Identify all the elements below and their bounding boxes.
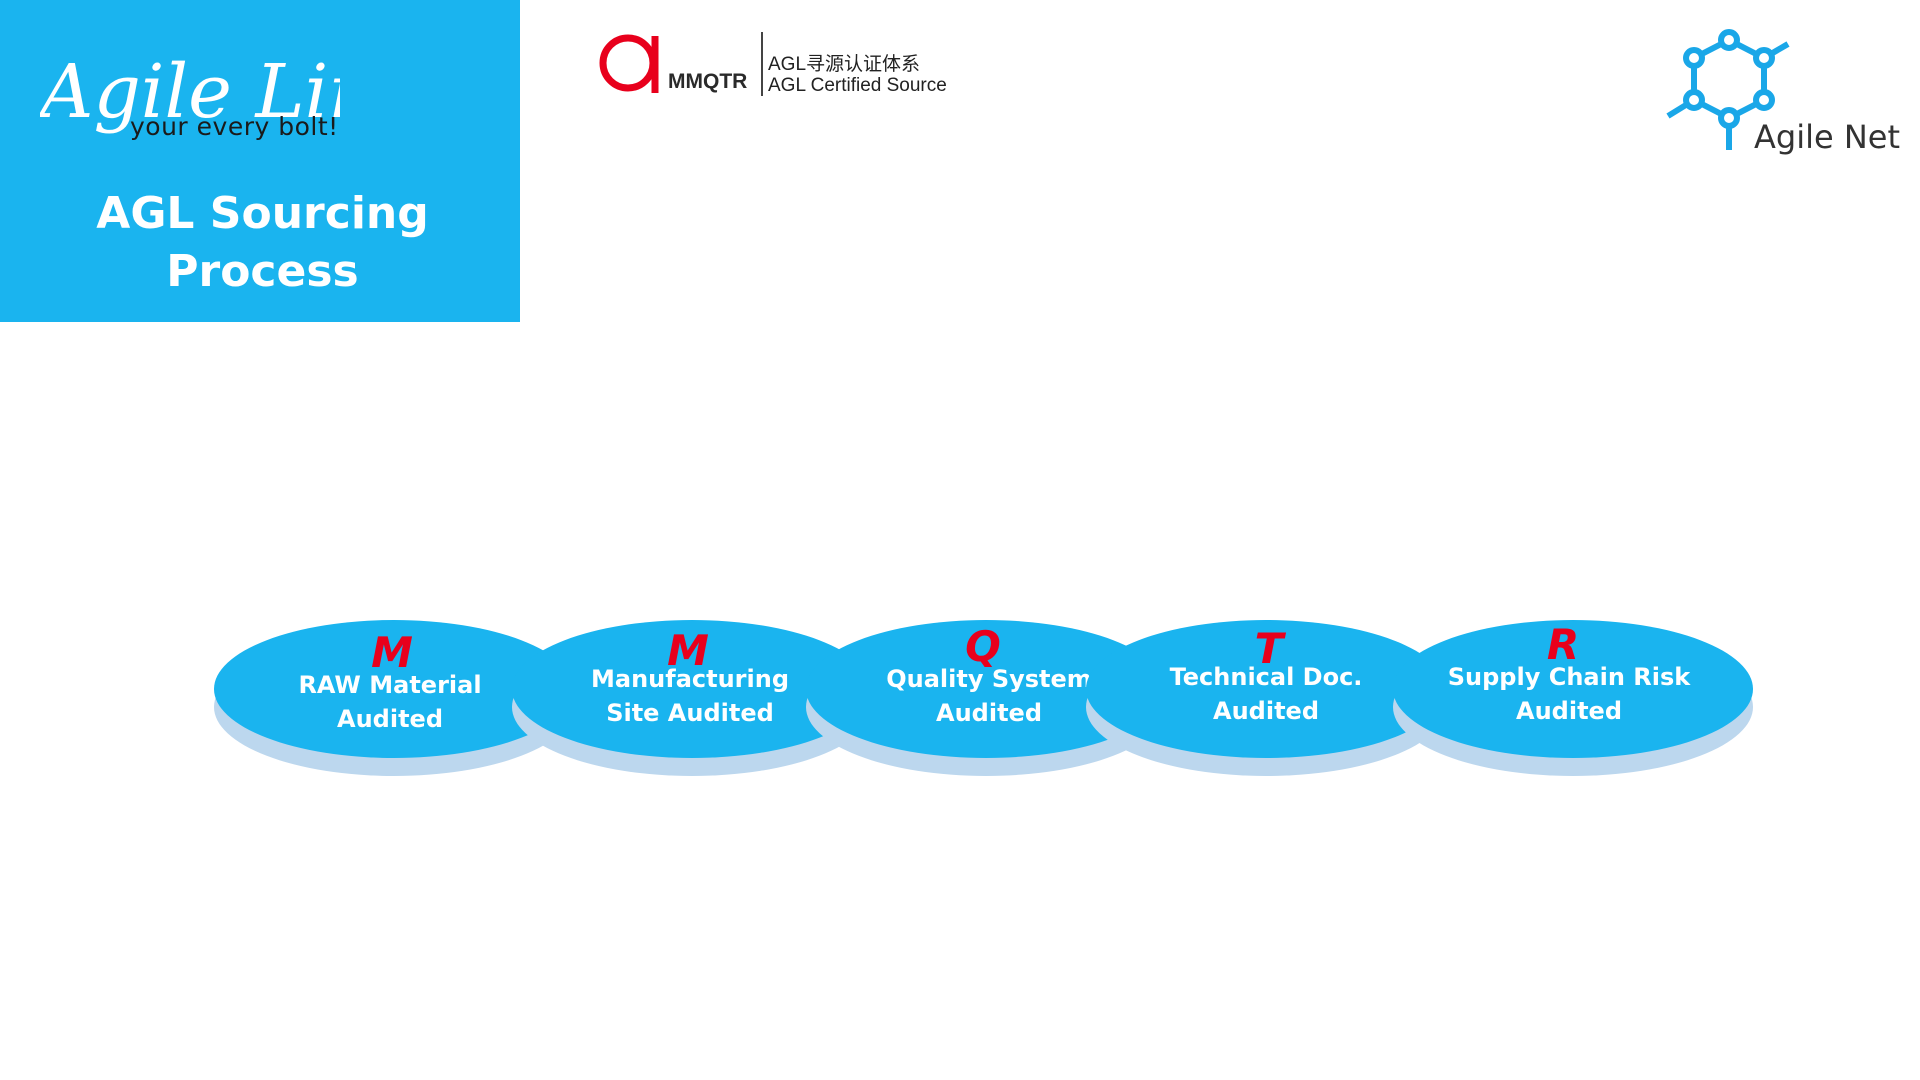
hexagon-network-icon bbox=[1666, 29, 1790, 150]
ellipse bbox=[1086, 620, 1446, 758]
step-letter: R bbox=[1546, 620, 1580, 669]
step-label-line1: Manufacturing bbox=[591, 665, 789, 693]
agile-net-logo: Agile Net bbox=[1664, 24, 1904, 164]
svg-text:Agile Link: Agile Link bbox=[40, 49, 340, 135]
brand-tagline: your every bolt! bbox=[130, 112, 339, 141]
page-title-line2: Process bbox=[166, 246, 359, 297]
ellipse bbox=[1393, 620, 1753, 758]
step-label: Quality System Audited bbox=[809, 662, 1169, 730]
step-letter: M bbox=[371, 628, 413, 677]
step-label-line1: Technical Doc. bbox=[1169, 663, 1363, 691]
step-label: Supply Chain Risk Audited bbox=[1389, 660, 1749, 728]
step-raw-material: M RAW Material Audited bbox=[214, 620, 574, 780]
agile-link-logo: Agile Link bbox=[40, 49, 340, 135]
step-label-line2: Audited bbox=[337, 705, 443, 733]
step-label-line2: Site Audited bbox=[606, 699, 774, 727]
step-label-line2: Audited bbox=[1516, 697, 1622, 725]
page-title-line1: AGL Sourcing bbox=[96, 188, 429, 239]
step-letter: M bbox=[667, 626, 709, 675]
step-label-line1: RAW Material bbox=[298, 671, 482, 699]
logo-divider bbox=[761, 32, 763, 96]
step-label-line2: Audited bbox=[936, 699, 1042, 727]
mmqtr-en-label: AGL Certified Source bbox=[768, 75, 947, 96]
step-technical-doc: T Technical Doc. Audited bbox=[1086, 620, 1446, 780]
step-label-line2: Audited bbox=[1213, 697, 1319, 725]
step-label-line1: Supply Chain Risk bbox=[1447, 663, 1691, 691]
step-supply-chain-risk: R Supply Chain Risk Audited bbox=[1393, 620, 1753, 780]
step-letter: Q bbox=[965, 622, 1001, 671]
mmqtr-logo: MMQTR AGL寻源认证体系 AGL Certified Source bbox=[598, 30, 998, 100]
step-label-line1: Quality System bbox=[886, 665, 1092, 693]
step-label: RAW Material Audited bbox=[210, 668, 570, 736]
step-label: Technical Doc. Audited bbox=[1086, 660, 1446, 728]
agile-net-label: Agile Net bbox=[1754, 118, 1901, 156]
page-title: AGL Sourcing Process bbox=[0, 185, 525, 301]
stylized-a-mark-icon bbox=[599, 34, 659, 93]
mmqtr-cn-label: AGL寻源认证体系 bbox=[768, 54, 921, 75]
step-label: Manufacturing Site Audited bbox=[510, 662, 870, 730]
mmqtr-word: MMQTR bbox=[668, 70, 748, 93]
brand-panel: Agile Link your every bolt! AGL Sourcing… bbox=[0, 0, 520, 322]
step-letter: T bbox=[1254, 624, 1284, 673]
